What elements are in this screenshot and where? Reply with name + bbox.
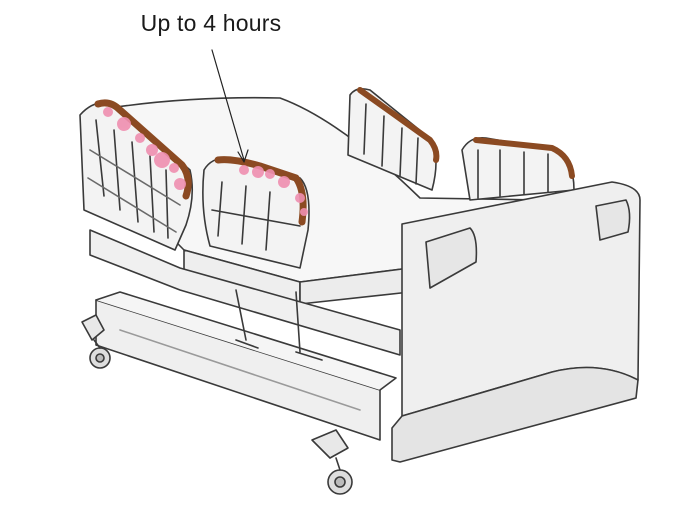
- head-side-rail: [79, 99, 194, 251]
- contamination-dots: [103, 107, 308, 216]
- caster-wheel: [81, 314, 111, 369]
- side-rail-far: [347, 87, 440, 191]
- footboard: [391, 181, 641, 463]
- caster-wheel: [311, 429, 353, 495]
- annotation-arrow: [211, 49, 245, 161]
- side-rail-far: [461, 136, 575, 201]
- annotation-label: Up to 4 hours: [140, 10, 282, 36]
